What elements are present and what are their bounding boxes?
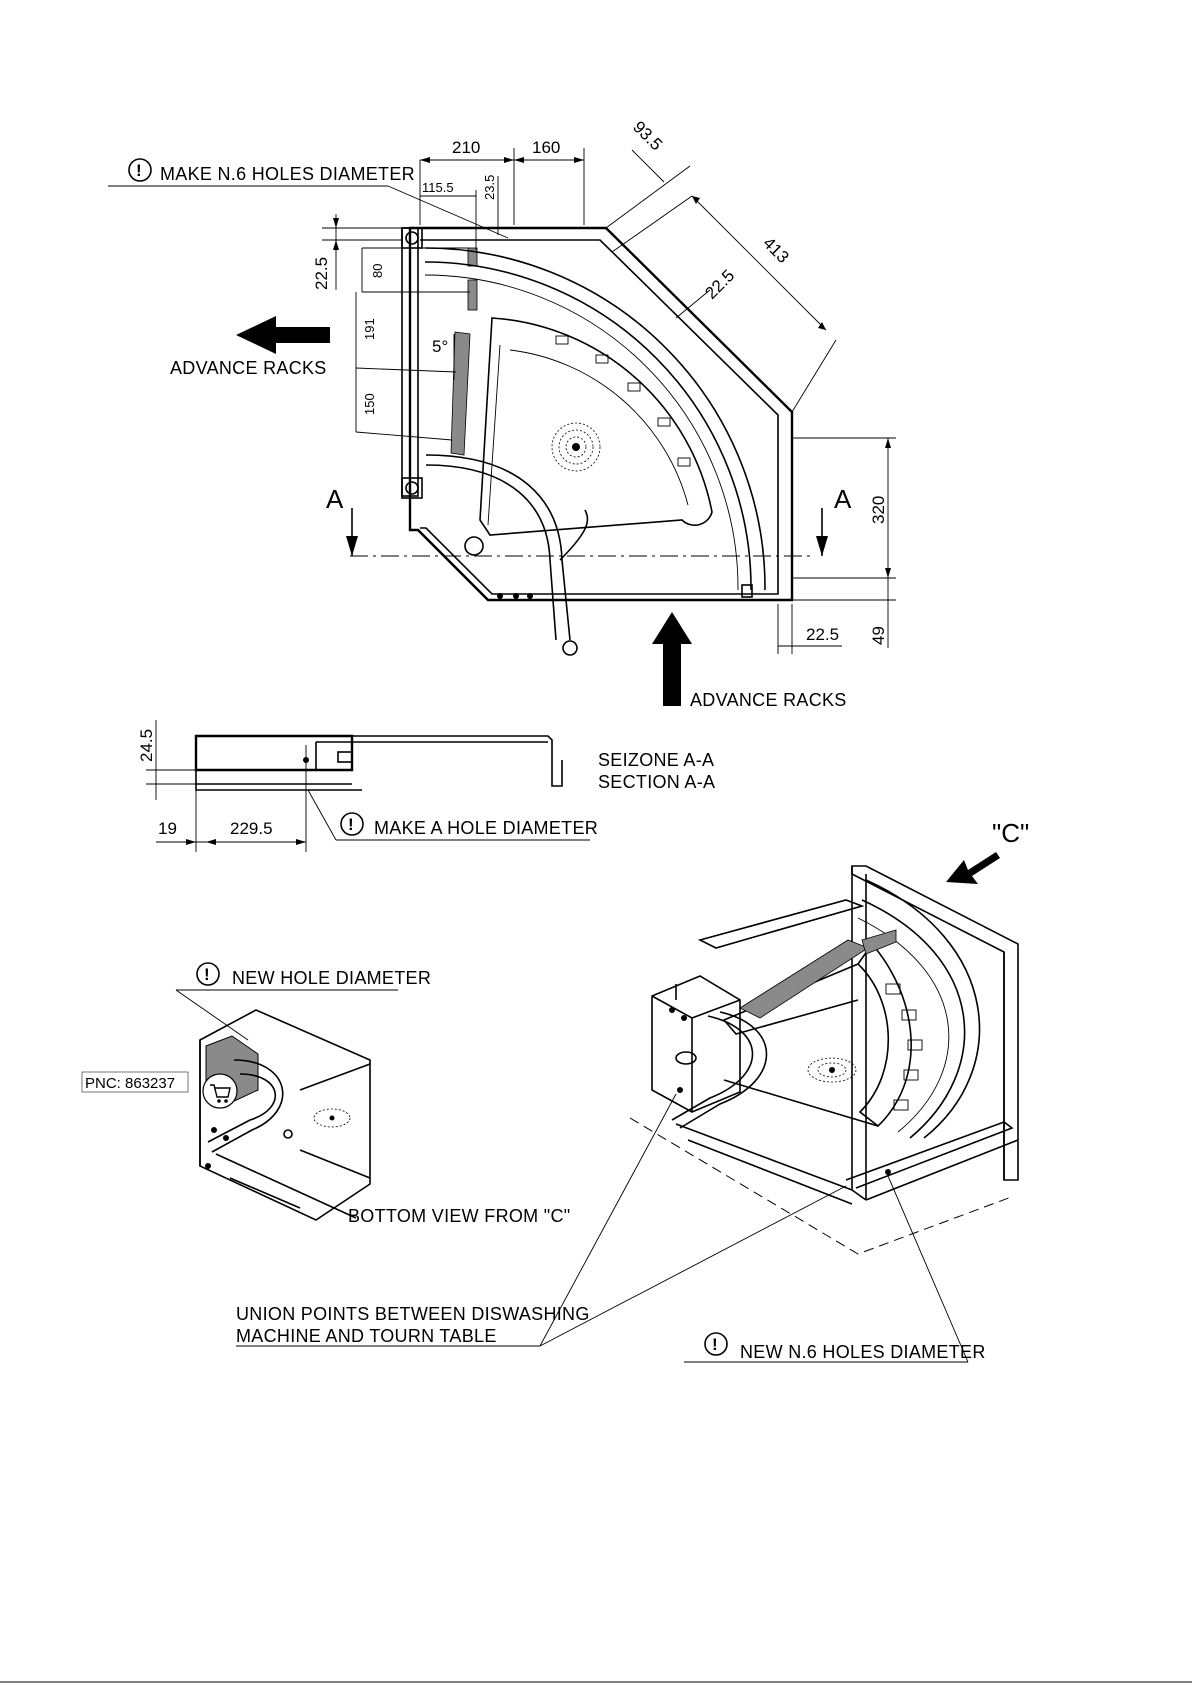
dim-80: 80 [370,264,385,278]
make-holes-label: MAKE N.6 HOLES DIAMETER [160,164,415,184]
pnc-badge: PNC: 863237 [81,1071,189,1093]
cart-icon [202,1073,238,1109]
dim-22-5-diagonal: 22.5 [701,266,738,303]
plan-view: A A 210 160 115.5 23.5 22.5 80 191 [108,117,896,710]
dim-22-5-left: 22.5 [312,257,331,290]
dim-23-5: 23.5 [482,175,497,200]
dim-19: 19 [158,819,177,838]
arrow-icon [236,316,330,354]
union-points-line2: MACHINE AND TOURN TABLE [236,1326,497,1346]
new-hole-note: ! NEW HOLE DIAMETER [175,962,431,1041]
dim-5-degrees: 5° [432,337,448,356]
sprinkler-head [551,422,601,472]
dim-93-5: 93.5 [629,117,666,154]
section-marker-right: A [834,484,852,514]
dim-191: 191 [362,318,377,340]
svg-text:!: ! [348,815,354,834]
dim-210: 210 [452,138,480,157]
union-points-line1: UNION POINTS BETWEEN DISWASHING [236,1304,590,1324]
dim-24-5: 24.5 [137,729,156,762]
pnc-label: PNC: 863237 [85,1075,175,1092]
svg-text:!: ! [136,161,142,180]
table-outline [408,226,794,602]
svg-text:!: ! [712,1335,718,1354]
section-view: 24.5 19 229.5 SEIZONE A-A SECTION A-A ! … [137,720,715,852]
bottom-view: PNC: 863237 ! NEW HOLE DIAMETER BOTTOM V… [81,962,570,1226]
isometric-view: "C" [236,818,1029,1363]
section-marker-left: A [326,484,344,514]
dim-49: 49 [869,626,888,645]
dim-413: 413 [759,233,792,266]
advance-racks-left: ADVANCE RACKS [170,316,330,378]
advance-racks-bottom-label: ADVANCE RACKS [690,690,847,710]
make-holes-note: ! MAKE N.6 HOLES DIAMETER [108,158,509,239]
advance-racks-bottom: ADVANCE RACKS [652,612,847,710]
dim-160: 160 [532,138,560,157]
new-hole-label: NEW HOLE DIAMETER [232,968,431,988]
make-hole-label: MAKE A HOLE DIAMETER [374,818,598,838]
dim-150: 150 [362,393,377,415]
section-title-en: SECTION A-A [598,772,715,792]
arrow-icon [652,612,692,706]
new-holes-note: ! NEW N.6 HOLES DIAMETER [684,1175,986,1363]
union-points-note: UNION POINTS BETWEEN DISWASHING MACHINE … [236,1093,847,1347]
dim-115-5: 115.5 [422,180,454,195]
dim-229-5: 229.5 [230,819,273,838]
dim-22-5-bottom: 22.5 [806,625,839,644]
section-title-it: SEIZONE A-A [598,750,714,770]
new-holes-label: NEW N.6 HOLES DIAMETER [740,1342,986,1362]
sprinkler-head-iso [807,1057,857,1083]
advance-racks-left-label: ADVANCE RACKS [170,358,327,378]
arrow-icon [946,852,1000,884]
svg-text:!: ! [204,965,210,984]
view-marker-c: "C" [992,818,1029,848]
dim-320: 320 [869,496,888,524]
bottom-view-caption: BOTTOM VIEW FROM "C" [348,1206,570,1226]
make-hole-note: ! MAKE A HOLE DIAMETER [307,789,598,841]
